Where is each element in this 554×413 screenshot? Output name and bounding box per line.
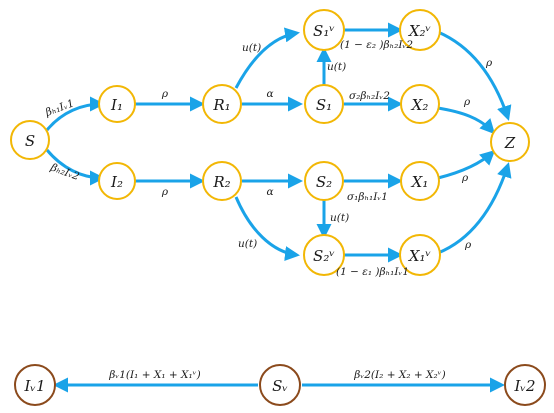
- node-i1-label: I₁: [110, 96, 123, 114]
- edge-x1-to-z: [437, 149, 496, 180]
- node-iv1: [14, 364, 56, 406]
- edge-sv-iv2-label: βᵥ2(I₂ + X₂ + X₂ᵛ): [353, 369, 445, 381]
- edge-x1v-z-label: ρ: [464, 239, 472, 251]
- edge-s2-s2v-label: u(t): [330, 212, 349, 224]
- edge-x2v-z-label: ρ: [485, 57, 493, 69]
- edge-x1-z-label: ρ: [461, 172, 469, 184]
- node-s-label: S: [25, 132, 35, 150]
- node-r1: [202, 84, 242, 124]
- node-sv-label: Sᵥ: [272, 377, 288, 395]
- edge-x2-z-label: ρ: [463, 96, 471, 108]
- node-s2-label: S₂: [316, 173, 332, 191]
- node-i1: [98, 85, 136, 123]
- node-s1v-label: S₁ᵛ: [313, 22, 335, 40]
- edge-x1v-to-z: [437, 162, 512, 255]
- edge-x2v-to-z: [437, 30, 512, 121]
- node-s1v: [303, 9, 345, 51]
- node-iv2: [504, 364, 546, 406]
- node-r1-label: R₁: [212, 96, 230, 114]
- node-iv2-label: Iᵥ2: [513, 377, 535, 395]
- node-sv: [259, 364, 301, 406]
- edge-s1-x2-label: σ₂βₕ₂Iᵥ2: [349, 90, 390, 102]
- node-r2: [202, 161, 242, 201]
- edge-sv-iv1-label: βᵥ1(I₁ + X₁ + X₁ᵛ): [108, 369, 200, 381]
- edge-r1-s1v-label: u(t): [242, 42, 261, 54]
- node-iv1-label: Iᵥ1: [23, 377, 45, 395]
- node-x2v: [399, 9, 441, 51]
- edge-i1-r1-label: ρ: [161, 88, 169, 100]
- edge-i2-r2-label: ρ: [161, 186, 169, 198]
- edge-r1-s1-label: α: [266, 88, 273, 100]
- edge-r2-s2v-label: u(t): [238, 238, 257, 250]
- edge-r1-to-s1v: [234, 27, 300, 89]
- edge-x2-to-z: [437, 106, 496, 135]
- edge-s-to-i2: [45, 149, 105, 186]
- edge-s2v-x1v-label: (1 − ε₁ )βₕ₁Iᵥ1: [336, 266, 409, 278]
- node-s1-label: S₁: [316, 96, 332, 114]
- node-x1v: [399, 234, 441, 276]
- edge-r2-to-s2v: [234, 196, 300, 262]
- node-s2: [304, 161, 344, 201]
- node-z-label: Z: [504, 134, 516, 152]
- edge-s1-s1v-label: u(t): [327, 61, 346, 73]
- node-s1: [304, 84, 344, 124]
- node-x1-label: X₁: [411, 173, 429, 191]
- node-x1v-label: X₁ᵛ: [408, 247, 431, 265]
- node-z: [490, 122, 530, 162]
- node-s: [10, 120, 50, 160]
- node-x2v-label: X₂ᵛ: [408, 22, 431, 40]
- node-i2: [98, 162, 136, 200]
- edge-s1v-x2v-label: (1 − ε₂ )βₕ₂Iᵥ2: [340, 39, 413, 51]
- node-x1: [400, 161, 440, 201]
- node-i2-label: I₂: [110, 173, 123, 191]
- edge-r2-s2-label: α: [266, 186, 273, 198]
- node-s2v-label: S₂ᵛ: [313, 247, 335, 265]
- node-r2-label: R₂: [212, 173, 230, 191]
- node-x2: [400, 84, 440, 124]
- node-x2-label: X₂: [411, 96, 429, 114]
- edge-s-i1-label: βₕ₁Iᵥ1: [43, 97, 76, 119]
- edge-s2-x1-label: σ₁βₕ₁Iᵥ1: [347, 191, 388, 203]
- node-s2v: [303, 234, 345, 276]
- edge-s-to-i1: [45, 96, 105, 131]
